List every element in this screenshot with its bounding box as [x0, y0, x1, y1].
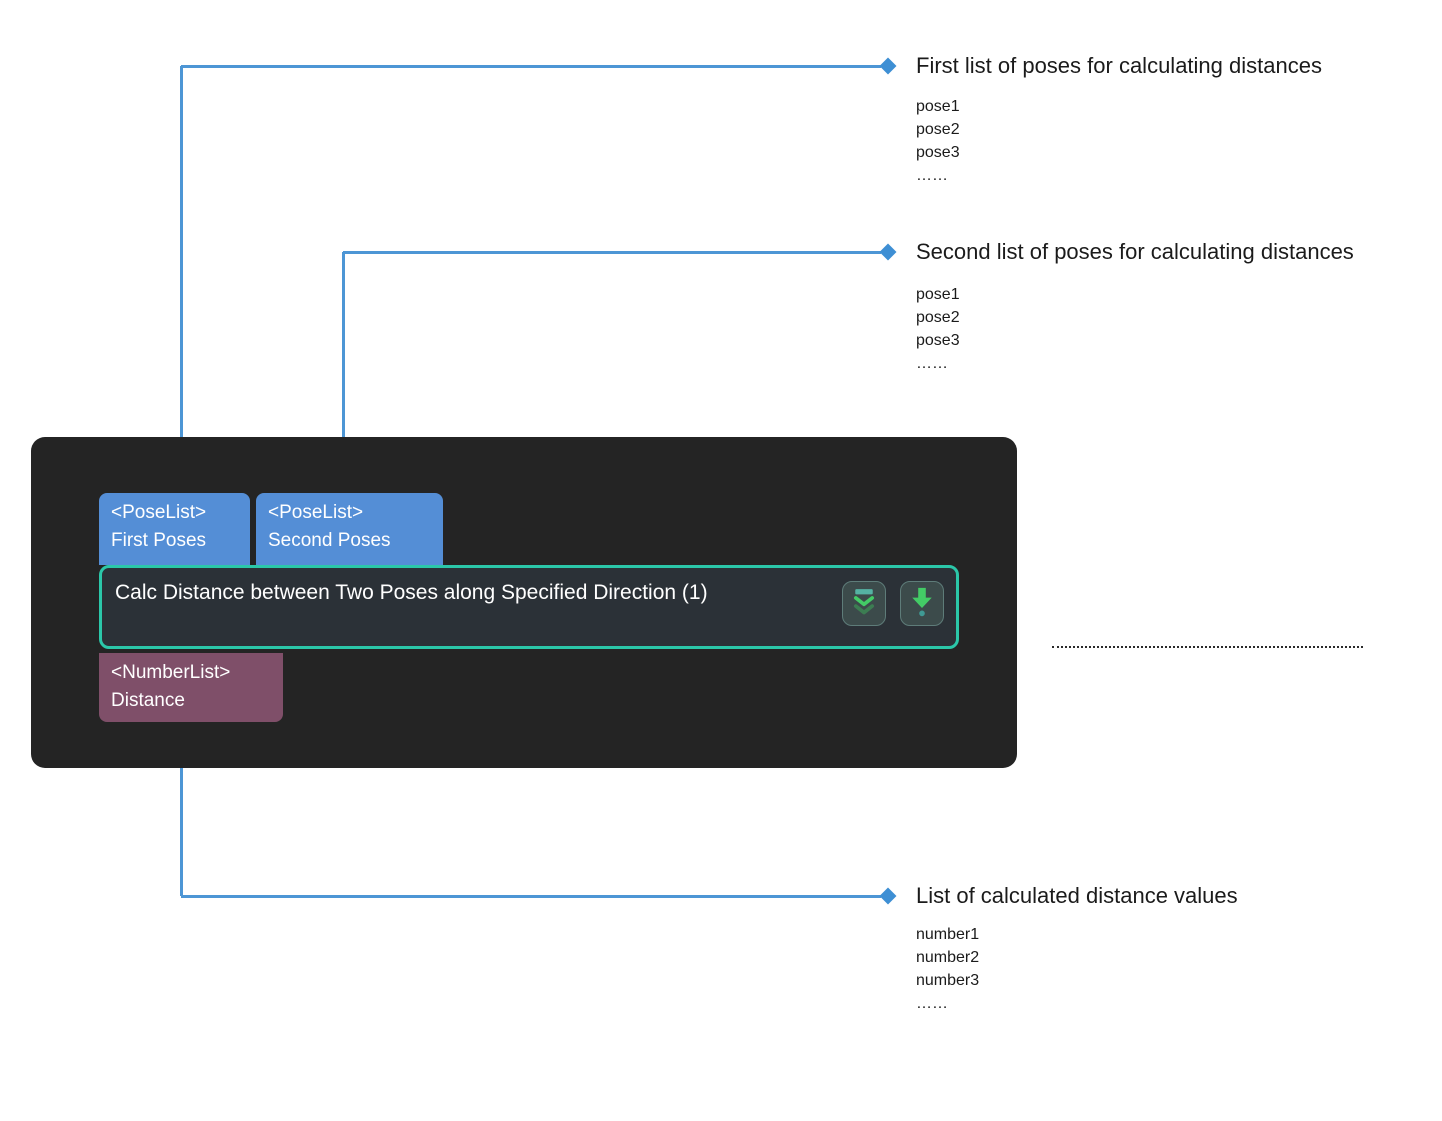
annotation-list-second-poses: pose1 pose2 pose3 …… [916, 283, 960, 375]
list-item: …… [916, 992, 979, 1015]
annotation-list-first-poses: pose1 pose2 pose3 …… [916, 95, 960, 187]
step-title: Calc Distance between Two Poses along Sp… [115, 581, 708, 605]
connector-distance-end-diamond [880, 888, 897, 905]
connector-first-poses-end-diamond [880, 58, 897, 75]
annotation-list-distance: number1 number2 number3 …… [916, 923, 979, 1015]
list-item: pose1 [916, 283, 960, 306]
list-item: pose3 [916, 141, 960, 164]
port-name-label: Distance [111, 687, 271, 715]
connector-second-poses-end-diamond [880, 244, 897, 261]
connector-first-poses-vertical [180, 66, 183, 476]
input-port-second-poses[interactable]: <PoseList> Second Poses [256, 493, 443, 565]
connector-second-poses-horizontal [343, 251, 881, 254]
list-item: number1 [916, 923, 979, 946]
step-node[interactable]: <PoseList> First Poses <PoseList> Second… [31, 437, 1017, 768]
annotation-title-first-poses: First list of poses for calculating dist… [916, 52, 1322, 80]
output-port-distance[interactable]: <NumberList> Distance [99, 653, 283, 722]
port-type-label: <NumberList> [111, 659, 271, 687]
list-item: number3 [916, 969, 979, 992]
collapse-parameters-button[interactable] [842, 581, 886, 626]
list-item: number2 [916, 946, 979, 969]
input-port-first-poses[interactable]: <PoseList> First Poses [99, 493, 250, 565]
list-item: …… [916, 164, 960, 187]
annotation-title-second-poses: Second list of poses for calculating dis… [916, 238, 1354, 266]
port-type-label: <PoseList> [268, 499, 431, 527]
port-name-label: Second Poses [268, 527, 431, 555]
list-item: pose1 [916, 95, 960, 118]
dotted-separator [1052, 646, 1363, 648]
annotation-title-distance: List of calculated distance values [916, 882, 1238, 910]
step-buttons [842, 581, 944, 626]
list-item: …… [916, 352, 960, 375]
list-item: pose3 [916, 329, 960, 352]
list-item: pose2 [916, 118, 960, 141]
run-step-arrow-icon [909, 586, 935, 621]
port-type-label: <PoseList> [111, 499, 238, 527]
run-step-button[interactable] [900, 581, 944, 626]
step-title-box[interactable]: Calc Distance between Two Poses along Sp… [99, 565, 959, 649]
connector-first-poses-horizontal [181, 65, 881, 68]
connector-distance-horizontal [181, 895, 881, 898]
collapse-double-chevron-icon [850, 586, 878, 621]
port-name-label: First Poses [111, 527, 238, 555]
list-item: pose2 [916, 306, 960, 329]
